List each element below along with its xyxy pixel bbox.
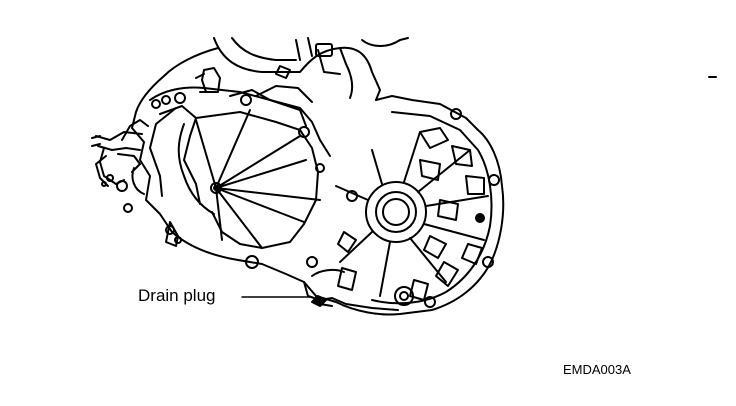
lower-ledge: [303, 268, 399, 311]
drain-plug-label: Drain plug: [138, 286, 216, 305]
bell-housing: [315, 95, 505, 316]
shift-lever: [91, 119, 149, 195]
upper-housing: [213, 37, 409, 101]
drain-plug: [311, 286, 414, 307]
case-body: [116, 47, 333, 307]
figure-code: EMDA003A: [563, 362, 631, 377]
